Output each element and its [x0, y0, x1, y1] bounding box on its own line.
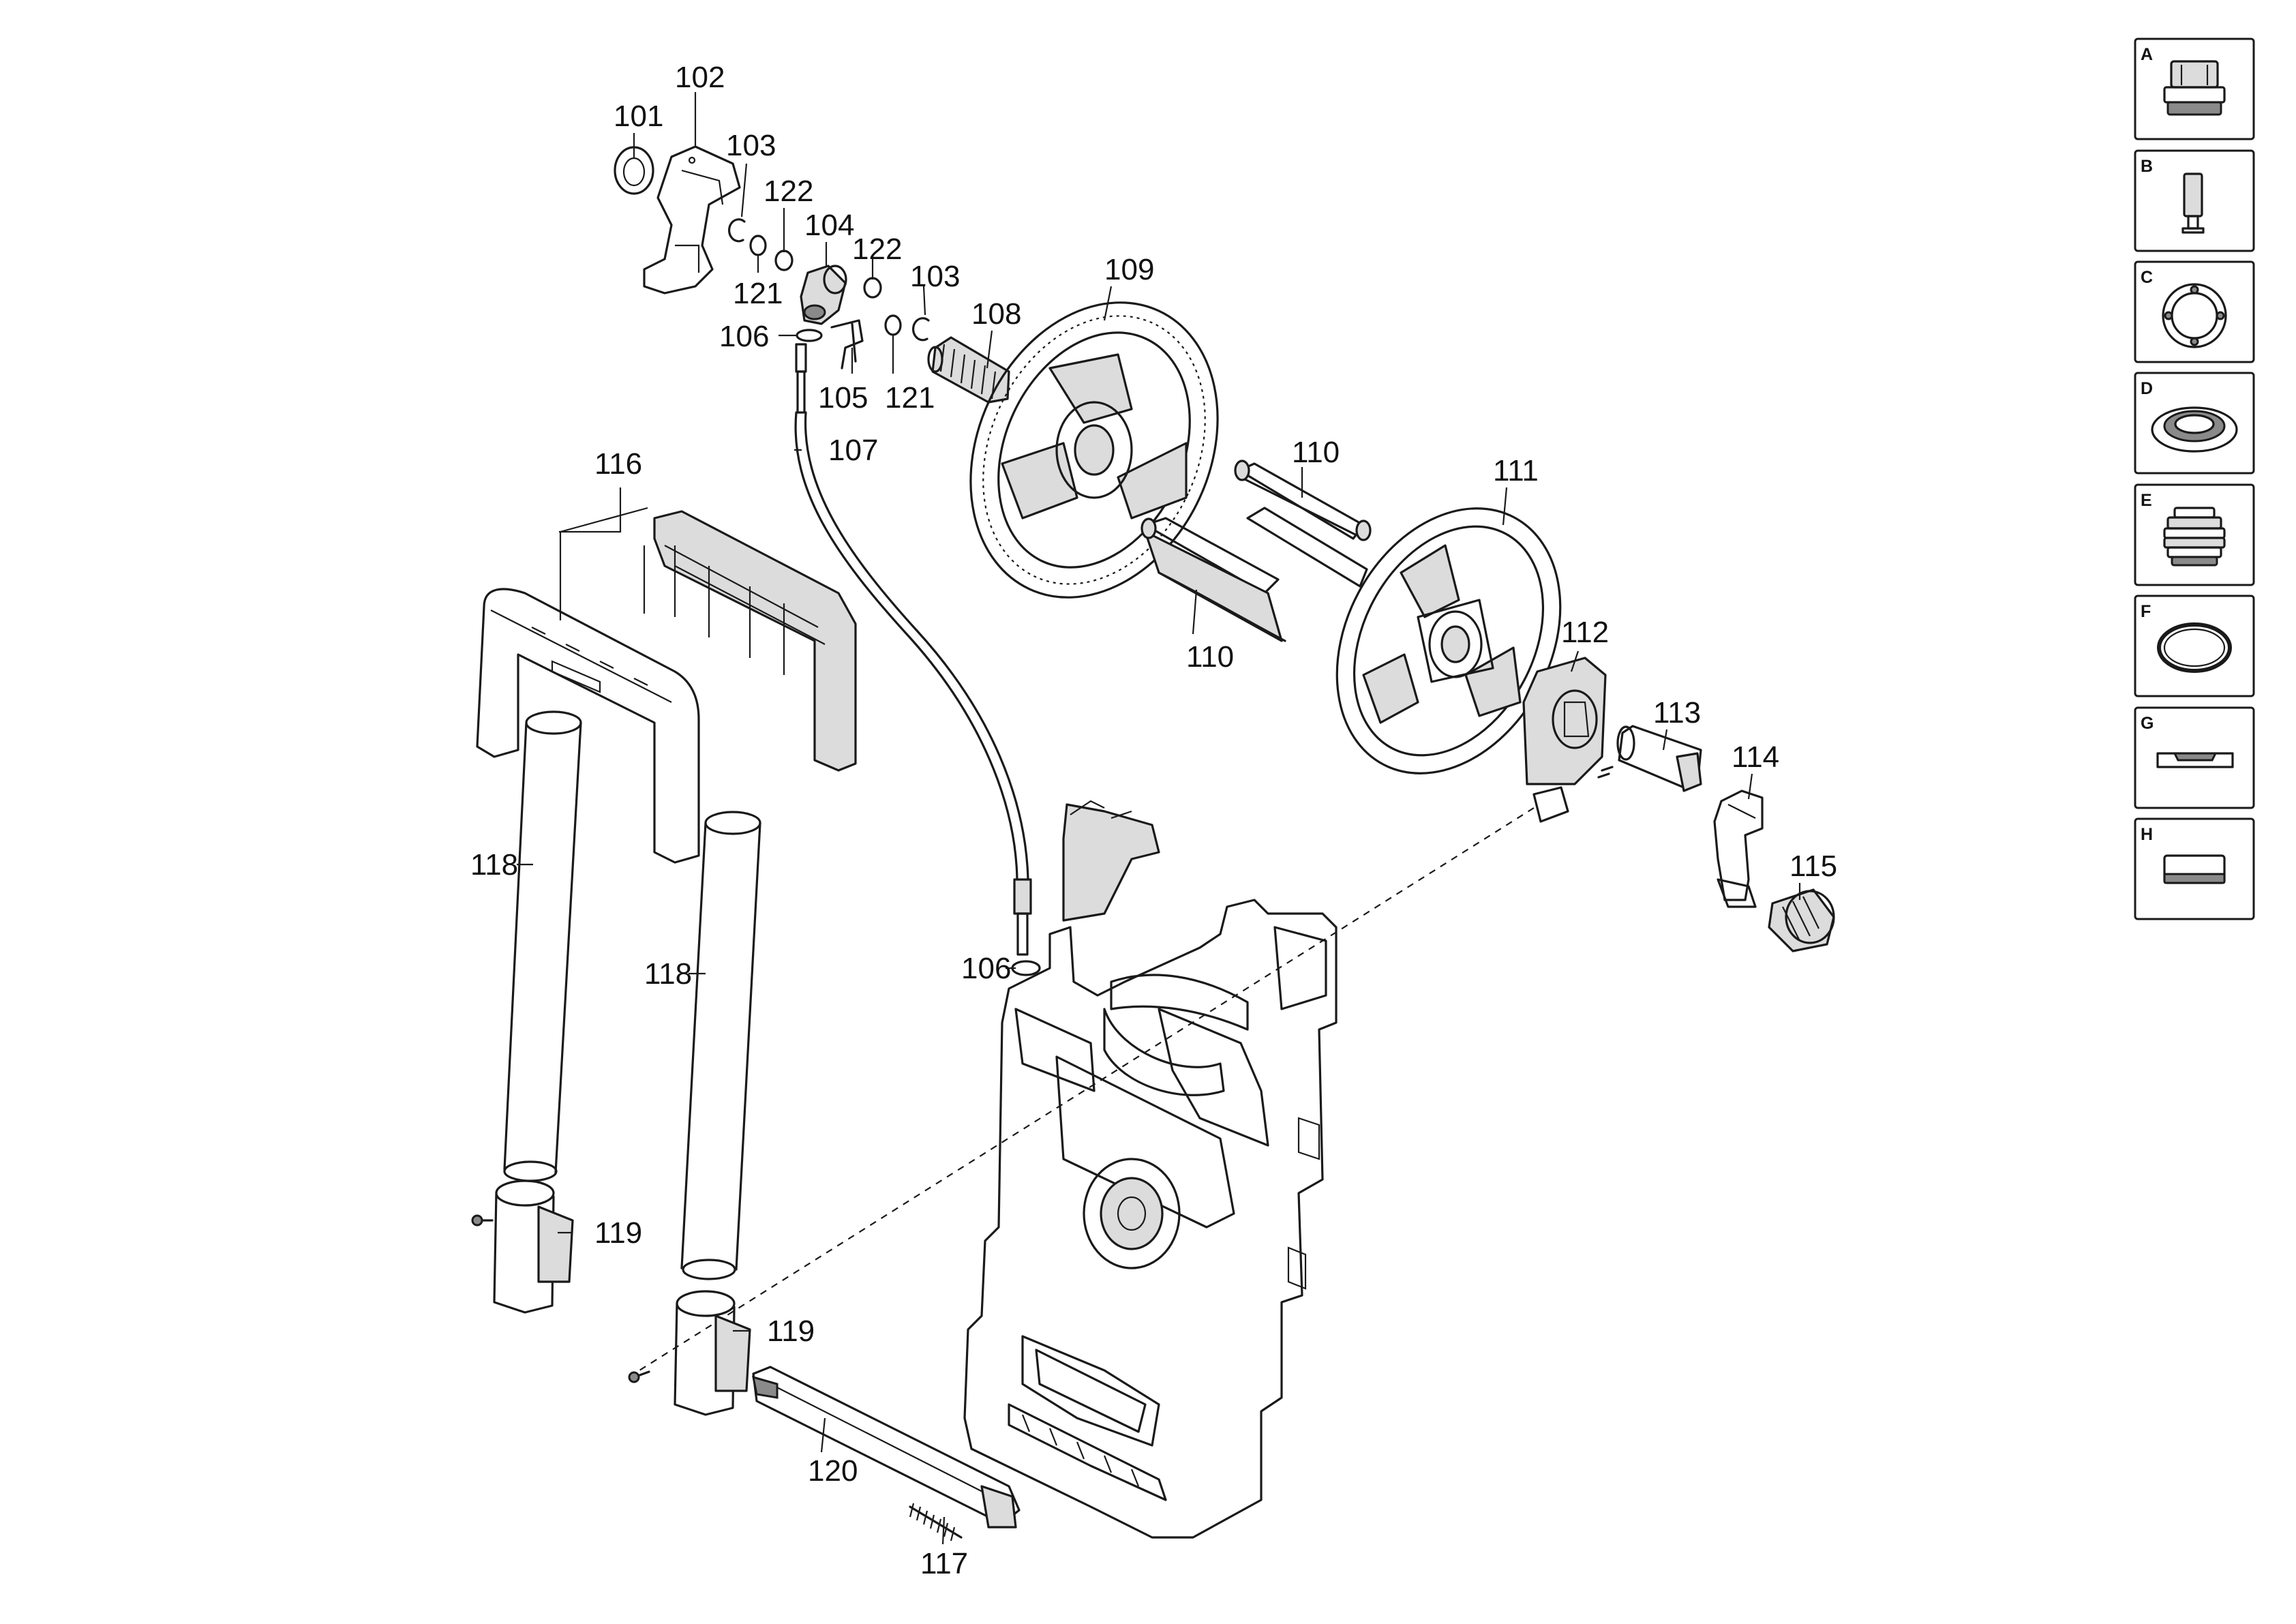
legend-letter-c: C	[2141, 268, 2153, 287]
part-122-oring-a	[774, 250, 794, 271]
callout-108: 108	[971, 297, 1021, 331]
callout-105: 105	[818, 381, 868, 415]
part-116-handle-frame	[476, 510, 857, 864]
assembly-axis-line	[633, 807, 1535, 1374]
part-103-circlip-b	[911, 317, 930, 342]
part-120-bracket-bar	[752, 1366, 1021, 1529]
part-119-clamp-left	[471, 1179, 574, 1314]
callout-110-b: 110	[1186, 640, 1234, 674]
block-gasket-icon	[2163, 854, 2226, 884]
part-122-oring-b	[863, 277, 882, 299]
callout-115: 115	[1789, 849, 1837, 883]
legend-item-e: E	[2134, 483, 2255, 586]
callout-102: 102	[675, 61, 725, 94]
callout-106-b: 106	[961, 952, 1011, 985]
callout-117: 117	[920, 1547, 968, 1580]
legend-letter-b: B	[2141, 157, 2153, 176]
part-110-reel-bar-lower	[1141, 517, 1286, 642]
part-109-reel-drum-front	[969, 301, 1219, 599]
flat-gasket-icon	[2156, 752, 2234, 768]
legend-item-b: B	[2134, 149, 2255, 252]
legend-letter-h: H	[2141, 825, 2153, 844]
callout-106-a: 106	[719, 320, 769, 353]
legend-item-g: G	[2134, 706, 2255, 809]
part-121-oring-b	[884, 314, 902, 336]
main-housing	[963, 800, 1338, 1539]
callout-114: 114	[1732, 740, 1779, 774]
callout-113: 113	[1653, 696, 1701, 730]
legend-letter-d: D	[2141, 379, 2153, 398]
part-107-hose	[794, 343, 1032, 956]
callout-111: 111	[1493, 454, 1539, 487]
part-106-seal-b	[1011, 960, 1041, 976]
callout-101: 101	[614, 100, 663, 133]
pin-icon	[2181, 172, 2205, 234]
legend-letter-e: E	[2141, 491, 2152, 510]
legend-item-h: H	[2134, 817, 2255, 920]
part-118-tube-right	[680, 811, 761, 1280]
callout-118-a: 118	[470, 848, 518, 882]
part-103-circlip-a	[727, 218, 746, 243]
callout-labels: 101 102 103 122 104 121 122 103 108 109 …	[470, 61, 1837, 1580]
legend-letter-g: G	[2141, 714, 2154, 733]
legend-item-a: A	[2134, 37, 2255, 140]
coupler-icon	[2163, 60, 2226, 116]
callout-104: 104	[804, 209, 854, 242]
part-119-clamp-right	[628, 1290, 751, 1416]
flange-ring-icon	[2162, 283, 2227, 348]
callout-112: 112	[1561, 616, 1609, 649]
callout-107: 107	[828, 434, 878, 467]
callout-122-b: 122	[852, 232, 902, 266]
callout-116: 116	[594, 447, 642, 481]
legend-item-d: D	[2134, 372, 2255, 475]
part-102-hose-guide	[643, 145, 741, 295]
seal-ring-icon	[2151, 406, 2238, 453]
legend-item-c: C	[2134, 260, 2255, 363]
callout-103-a: 103	[726, 129, 776, 162]
part-111-reel-drum-rear	[1335, 507, 1562, 775]
legend-panel: A B C	[2134, 37, 2255, 920]
threaded-fitting-icon	[2163, 507, 2226, 567]
callout-118-b: 118	[644, 957, 692, 991]
legend-letter-a: A	[2141, 45, 2153, 64]
part-108-threaded-shaft	[927, 336, 1010, 404]
callout-119-a: 119	[594, 1216, 642, 1250]
part-114-crank-handle	[1713, 790, 1764, 908]
callout-119-b: 119	[767, 1314, 815, 1348]
callout-110-a: 110	[1292, 436, 1340, 469]
callout-103-b: 103	[910, 260, 960, 293]
part-121-oring-a	[749, 235, 767, 256]
part-115-handle-grip	[1768, 888, 1835, 952]
part-118-tube-left	[503, 710, 582, 1182]
callout-109: 109	[1104, 253, 1154, 286]
part-106-seal-a	[796, 329, 823, 342]
legend-letter-f: F	[2141, 602, 2151, 621]
part-105-retaining-clip	[830, 319, 864, 370]
callout-120: 120	[808, 1454, 858, 1488]
part-110-reel-bar-upper	[1234, 460, 1372, 588]
part-113-drive-shaft	[1597, 725, 1702, 792]
part-112-reel-mount	[1522, 657, 1607, 823]
o-ring-icon	[2157, 622, 2232, 673]
callout-121-b: 121	[885, 381, 935, 415]
leader-lines	[517, 92, 1801, 1545]
callout-122-a: 122	[764, 175, 813, 208]
part-117-spring	[909, 1503, 963, 1542]
part-104-elbow-fitting	[800, 265, 847, 325]
callout-121-a: 121	[733, 277, 783, 310]
legend-item-f: F	[2134, 595, 2255, 697]
